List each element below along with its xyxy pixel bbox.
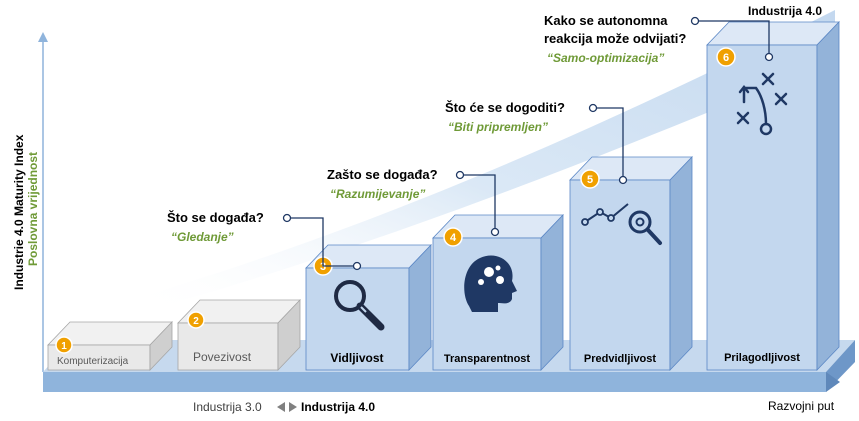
stage-3-question: Što se događa?: [167, 210, 264, 225]
callout-line-3: [282, 213, 362, 271]
svg-text:2: 2: [193, 316, 199, 327]
stage-6-answer: “Samo-optimizacija”: [547, 51, 664, 65]
analytics-magnifier-icon: [581, 203, 662, 245]
stage-badge-5: 5: [580, 169, 600, 189]
stage-5-question: Što će se dogoditi?: [445, 100, 565, 115]
stage-6-question-line2: reakcija može odvijati?: [544, 31, 686, 46]
stage-label-2: Povezivost: [193, 350, 252, 364]
stage-box-1: [47, 321, 173, 371]
svg-text:5: 5: [587, 174, 593, 186]
magnifier-icon: [334, 280, 385, 331]
strategy-play-icon: [736, 72, 788, 136]
y-axis-label-primary: Industrie 4.0 Maturity Index: [12, 134, 26, 290]
svg-text:3: 3: [320, 261, 326, 273]
stage-box-5: [569, 156, 693, 371]
y-axis: [38, 32, 48, 372]
stage-box-2: [177, 299, 301, 371]
stage-badge-2: 2: [187, 311, 205, 329]
callout-line-5: [588, 103, 628, 185]
svg-text:1: 1: [61, 341, 67, 352]
stage-badge-4: 4: [443, 227, 463, 247]
head-gears-icon: [464, 255, 517, 312]
stage-label-5: Predvidljivost: [584, 353, 656, 365]
svg-text:6: 6: [723, 52, 729, 64]
stage-label-1: Komputerizacija: [57, 356, 129, 367]
stage-4-question: Zašto se događa?: [327, 167, 438, 182]
x-axis-end-label: Razvojni put: [768, 399, 835, 413]
stage-4-answer: “Razumijevanje”: [330, 187, 425, 201]
stage-badge-1: 1: [55, 336, 73, 354]
svg-text:4: 4: [450, 232, 457, 244]
stage-badge-6: 6: [716, 47, 736, 67]
callout-line-6: [690, 16, 774, 62]
stage-3-answer: “Gledanje”: [171, 230, 234, 244]
y-axis-label-secondary: Poslovna vrijednost: [26, 152, 40, 266]
stage-label-3: Vidljivost: [330, 351, 383, 365]
callout-line-4: [455, 170, 500, 237]
growth-swoosh: [130, 10, 835, 310]
era-divider-arrows-icon: [277, 402, 297, 412]
stage-5-answer: “Biti pripremljen”: [448, 120, 548, 134]
x-axis-right-label: Industrija 4.0: [301, 400, 375, 414]
top-label: Industrija 4.0: [748, 4, 822, 18]
stage-6-question-line1: Kako se autonomna: [544, 13, 668, 28]
stage-label-6: Prilagodljivost: [724, 352, 800, 364]
stage-label-4: Transparentnost: [444, 353, 531, 365]
x-axis-left-label: Industrija 3.0: [193, 400, 262, 414]
